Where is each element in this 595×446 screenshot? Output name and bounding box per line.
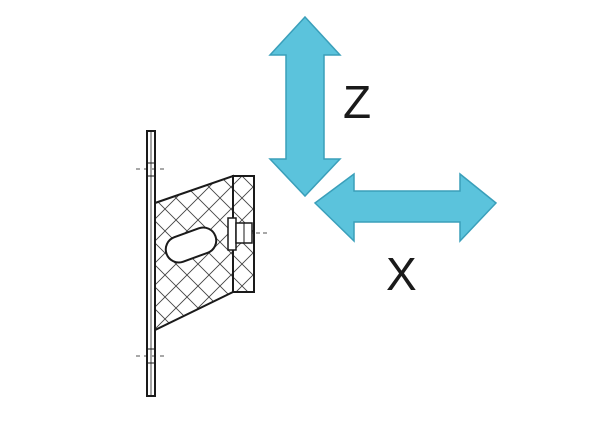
centre-lines xyxy=(136,168,268,357)
z-arrow-icon xyxy=(268,15,342,198)
bolt xyxy=(227,217,253,251)
bolt-washer xyxy=(227,217,237,251)
z-axis-label: Z xyxy=(343,76,371,128)
bracket-body xyxy=(154,174,255,332)
x-arrow-icon xyxy=(313,172,498,243)
slotted-hole xyxy=(164,226,218,264)
x-axis-label: X xyxy=(386,248,417,300)
